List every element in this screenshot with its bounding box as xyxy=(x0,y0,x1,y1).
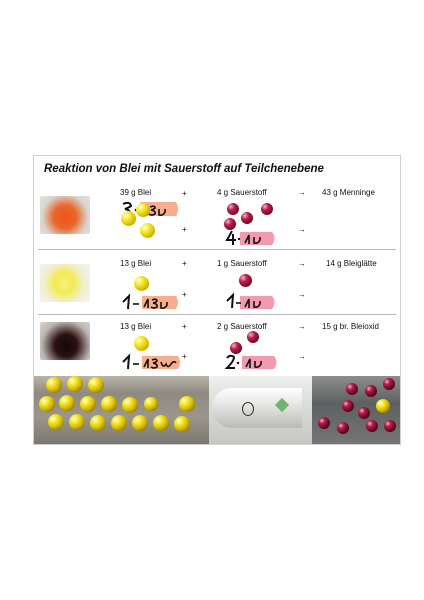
lead-sphere xyxy=(136,203,150,217)
row3-arrow: → xyxy=(298,322,306,331)
row2-lead-digit xyxy=(122,293,131,310)
brown-lead-oxide-photo xyxy=(40,322,90,360)
oxygen-sphere xyxy=(247,331,259,343)
row-separator xyxy=(38,314,396,315)
row2-oxygen-handwriting xyxy=(226,292,275,309)
row3-oxygen-mass: 2 g Sauerstoff xyxy=(217,322,267,331)
lead-sphere xyxy=(140,223,155,238)
red-lead-photo xyxy=(40,196,90,234)
cylinder-valve-marking xyxy=(242,402,254,416)
row2-oxygen-digit xyxy=(226,292,235,309)
row3-plus: + xyxy=(182,322,187,331)
row1-plus-2: + xyxy=(182,225,187,234)
row-separator xyxy=(38,249,396,250)
oxygen-sphere xyxy=(241,212,253,224)
slide-title: Reaktion von Blei mit Sauerstoff auf Tei… xyxy=(44,163,324,175)
row2-lead-handwriting xyxy=(122,293,178,310)
row2-lead-unit xyxy=(143,298,168,309)
row3-oxygen-dot xyxy=(236,361,240,365)
row2-plus-2: + xyxy=(182,290,187,299)
row3-oxygen-handwriting xyxy=(224,354,277,369)
row2-oxygen-mass: 1 g Sauerstoff xyxy=(217,259,267,268)
row1-oxygen-unit xyxy=(244,234,261,244)
row3-product-mass: 15 g br. Bleioxid xyxy=(322,322,379,331)
oxygen-sphere-cluster xyxy=(318,378,396,434)
oxygen-sphere xyxy=(230,342,242,354)
row1-oxygen-dot xyxy=(237,237,241,241)
row2-lead-mass: 13 g Blei xyxy=(120,259,152,268)
oxygen-sphere xyxy=(239,274,252,287)
reaction-slide: Reaktion von Blei mit Sauerstoff auf Tei… xyxy=(33,155,401,445)
row1-oxygen-digit xyxy=(225,230,236,245)
row1-plus: + xyxy=(182,189,187,198)
row2-arrow: → xyxy=(298,259,306,268)
particle-overlay xyxy=(39,376,396,434)
row3-lead-digit xyxy=(122,353,131,370)
row2-arrow-2: → xyxy=(298,290,306,299)
row2-oxygen-unit xyxy=(244,298,261,308)
row1-product-mass: 43 g Menninge xyxy=(322,188,375,197)
row3-plus-2: + xyxy=(182,352,187,361)
row3-lead-mass: 13 g Blei xyxy=(120,322,152,331)
row1-arrow: → xyxy=(298,188,306,197)
row2-product-mass: 14 g Bleiglätte xyxy=(326,259,377,268)
row3-oxygen-digit xyxy=(224,354,236,369)
row1-oxygen-mass: 4 g Sauerstoff xyxy=(217,188,267,197)
row3-lead-handwriting xyxy=(122,353,180,370)
lead-sphere xyxy=(134,336,149,351)
row1-arrow-2: → xyxy=(298,225,306,234)
row3-oxygen-unit xyxy=(245,358,262,368)
lead-sphere xyxy=(376,399,390,413)
lead-sphere-cluster xyxy=(39,376,195,432)
oxygen-sphere xyxy=(224,218,236,230)
row3-arrow-2: → xyxy=(298,352,306,361)
row2-plus: + xyxy=(182,259,187,268)
oxygen-sphere xyxy=(261,203,273,215)
row2-lead-highlight xyxy=(142,296,178,309)
oxygen-sphere xyxy=(227,203,239,215)
row1-lead-mass: 39 g Blei xyxy=(120,188,152,197)
lead-sphere xyxy=(134,276,149,291)
litharge-photo xyxy=(40,264,90,302)
lead-sphere xyxy=(121,211,136,226)
cylinder-body xyxy=(212,388,302,428)
row1-oxygen-handwriting xyxy=(225,230,275,245)
row3-lead-unit xyxy=(143,358,177,369)
